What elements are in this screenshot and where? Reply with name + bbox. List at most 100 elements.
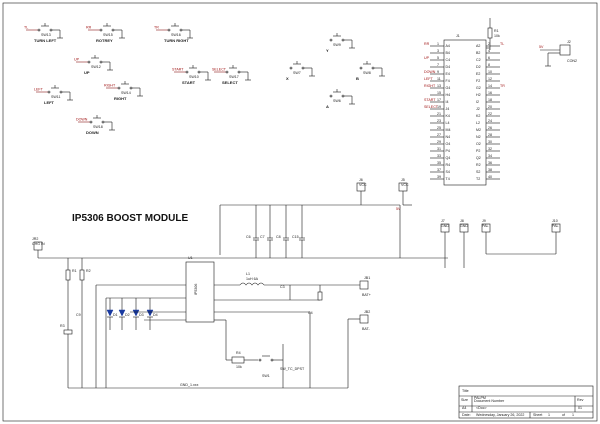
j1-right-pin-number: 34 — [488, 154, 492, 158]
button-ref: SW17 — [229, 75, 239, 79]
led-d2: D2 — [118, 298, 130, 330]
button-label: DOWN — [86, 130, 99, 135]
j1-left-pin: K4 — [446, 114, 450, 118]
sw1-ref: SW1 — [262, 374, 270, 378]
j1-left-pin: N4 — [446, 135, 451, 139]
jr2-label: CHG IN — [32, 242, 45, 246]
j1-right-pin-number: 16 — [488, 91, 492, 95]
j5-ref: J5 — [401, 178, 405, 182]
j1-left-pin-number: 33 — [437, 154, 441, 158]
j1-left-pin-number: 35 — [437, 161, 441, 165]
led-d4: D4 — [146, 298, 158, 330]
button-ref: SW14 — [121, 91, 131, 95]
j1-ref: J1 — [456, 34, 460, 38]
button-label: Y — [326, 48, 329, 53]
net-label: START — [172, 68, 184, 72]
j6-ref: J6 — [359, 178, 363, 182]
j1-left-pin: O4 — [446, 142, 451, 146]
tb-sheet: 1 — [548, 413, 550, 417]
r-top-value: 10k — [494, 34, 500, 38]
j1-right-pin: S2 — [476, 170, 480, 174]
j1-left-net: START — [424, 98, 436, 102]
tb-doc-label: Document Number — [474, 399, 505, 403]
j1-right-pin-number: 32 — [488, 147, 492, 151]
j1-left-pin: P4 — [446, 149, 450, 153]
button-label: LEFT — [44, 100, 55, 105]
j2-label: CON2 — [567, 59, 577, 63]
j7-ref: J7 — [441, 219, 445, 223]
capacitor-c4: C4 — [308, 311, 313, 315]
j1-right-pin: T2 — [476, 177, 480, 181]
j1-left-pin-number: 25 — [437, 126, 441, 130]
j1-right-pin: K2 — [476, 114, 480, 118]
j1-body — [443, 39, 487, 186]
j1-left-pin: B4 — [446, 51, 450, 55]
r-top-ref: R1 — [494, 29, 499, 33]
cap-ref: C3 — [280, 285, 285, 289]
r-misc-1: R1 — [72, 269, 77, 273]
j1-left-pin: H4 — [446, 93, 451, 97]
j1-right-pin-number: 10 — [488, 70, 492, 74]
cap-ref: C9 — [76, 313, 81, 317]
button-label: RIGHT — [114, 96, 127, 101]
r-misc-2: R2 — [86, 269, 91, 273]
j1-left-pin-number: 31 — [437, 147, 441, 151]
capacitor-c7: C7 — [260, 205, 273, 258]
bat1-label: BAT+ — [362, 293, 371, 297]
tb-sheet-label: Sheet — [533, 413, 542, 417]
j1-right-pin: H2 — [476, 93, 481, 97]
button-ref: SW10 — [189, 75, 199, 79]
j1-left-pin: G4 — [446, 86, 451, 90]
j1-left-pin-number: 17 — [437, 98, 441, 102]
j8-ref: J8 — [460, 219, 464, 223]
j1-left-pin: L4 — [446, 121, 450, 125]
j1-left-net: RIGHT — [424, 84, 436, 88]
j1-left-pin-number: 37 — [437, 168, 441, 172]
j1-left-pin: T4 — [446, 177, 450, 181]
svg-text:5V: 5V — [396, 207, 401, 211]
j1-left-pin-number: 11 — [437, 77, 441, 81]
diagram-title: IP5306 BOOST MODULE — [72, 213, 188, 224]
tb-rev: 01 — [578, 406, 582, 410]
j1-left-pin: F4 — [446, 79, 450, 83]
led-d1: D1 — [106, 298, 118, 330]
tb-of: 1 — [572, 413, 574, 417]
j1-left-pin-number: 9 — [437, 70, 439, 74]
j1-right-pin-number: 26 — [488, 126, 492, 130]
j1-right-pin: E2 — [476, 72, 480, 76]
j1-left-pin: M4 — [446, 128, 451, 132]
capacitor-c6: C6 — [246, 205, 259, 258]
jr2-ref: JR2 — [32, 237, 38, 241]
j1-right-pin-number: 4 — [488, 49, 490, 53]
button-label: ROTREY — [96, 38, 113, 43]
button-label: START — [182, 80, 196, 85]
j1-right-pin: D2 — [476, 65, 481, 69]
net-label: UP — [74, 58, 80, 62]
ic-ip5306 — [185, 261, 215, 323]
net-label: SELECT — [212, 68, 227, 72]
led-d3: D3 — [132, 298, 144, 330]
tb-title-label: Title — [462, 389, 469, 393]
capacitor-c15: C15 — [292, 205, 305, 258]
j1-right-pin-number: 40 — [488, 175, 492, 179]
j10-label: PAL — [552, 224, 559, 228]
capacitor-c9: C9 — [76, 313, 81, 317]
led-ref: D1 — [113, 313, 118, 317]
button-label: A — [326, 104, 329, 109]
cap-ref: C4 — [308, 311, 313, 315]
l1-ref: L1 — [246, 272, 250, 276]
j1-left-pin: S4 — [446, 170, 450, 174]
ic-label: IP5306 — [194, 284, 198, 295]
j1-right-pin-number: 22 — [488, 112, 492, 116]
j1-right-pin: M2 — [476, 128, 481, 132]
net-label: TL — [24, 26, 28, 30]
button-ref: SW6 — [333, 99, 341, 103]
j1-left-pin: Q4 — [446, 156, 451, 160]
led-ref: D4 — [153, 313, 158, 317]
